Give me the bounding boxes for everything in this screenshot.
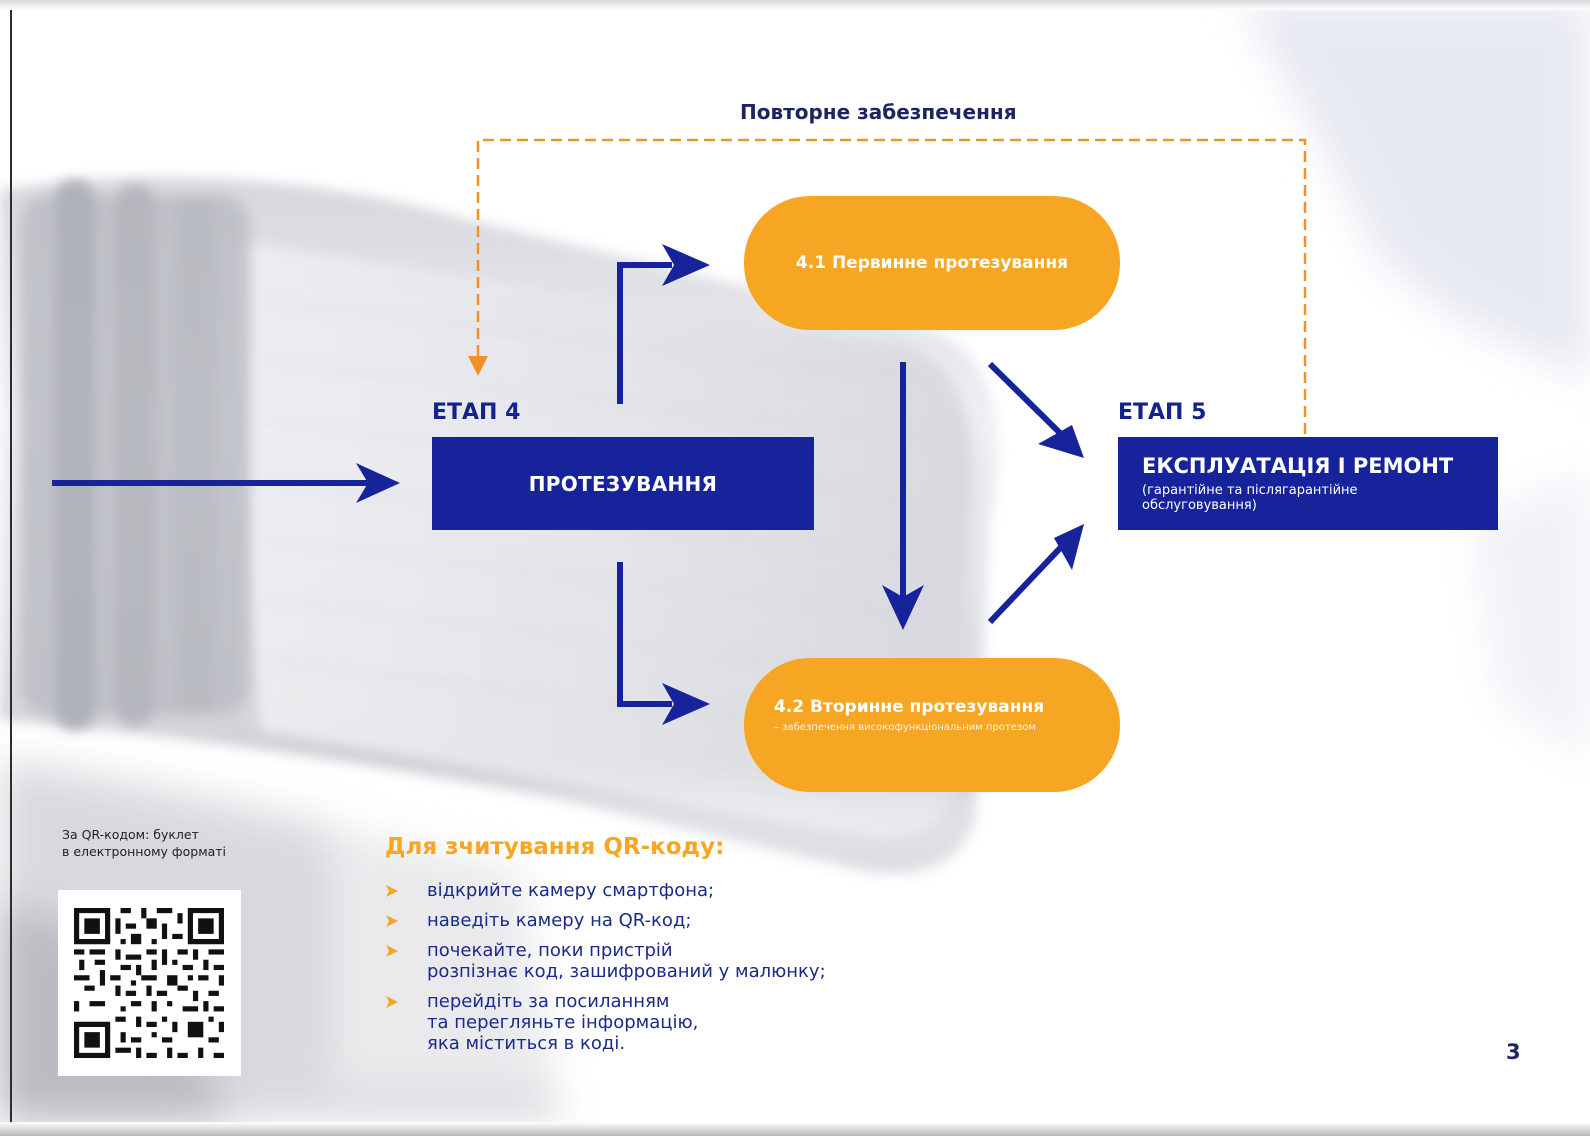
stage4-title: ЕТАП 4 xyxy=(432,400,521,425)
scan-edge-bottom xyxy=(0,1122,1590,1136)
secondary-prosthetics-label: 4.2 Вторинне протезування xyxy=(774,697,1045,717)
qr-code-icon[interactable] xyxy=(74,908,224,1058)
primary-prosthetics-node: 4.1 Первинне протезування xyxy=(744,196,1120,330)
stage4-box: ПРОТЕЗУВАННЯ xyxy=(432,437,814,530)
scan-edge-top xyxy=(0,0,1590,10)
instructions-list: відкрийте камеру смартфона; наведіть кам… xyxy=(385,880,945,1063)
arrow-to-primary-head xyxy=(662,244,710,286)
list-item: відкрийте камеру смартфона; xyxy=(385,880,945,901)
arrow-bullet-icon xyxy=(386,996,398,1008)
arrow-primary-to-stage5-line xyxy=(987,361,1067,440)
arrow-bullet-icon xyxy=(386,945,398,957)
primary-prosthetics-label: 4.1 Первинне протезування xyxy=(795,253,1069,273)
instruction-step-text: відкрийте камеру смартфона; xyxy=(427,880,715,901)
stage5-sublabel: (гарантійне та післягарантійне обслугову… xyxy=(1142,483,1358,513)
arrow-secondary-to-stage5-head xyxy=(1054,524,1084,570)
loop-arrowhead xyxy=(468,356,488,376)
instructions-title: Для зчитування QR-коду: xyxy=(385,834,725,860)
arrow-primary-to-stage5-head xyxy=(1038,425,1084,458)
qr-caption: За QR-кодом: буклет в електронному форма… xyxy=(62,827,227,859)
arrow-primary-to-secondary-head xyxy=(882,585,924,630)
scan-edge-left xyxy=(10,10,12,1136)
incoming-arrowhead xyxy=(356,463,400,503)
stage5-label: ЕКСПЛУАТАЦІЯ І РЕМОНТ xyxy=(1142,454,1454,478)
arrow-to-secondary-line xyxy=(617,562,672,707)
instruction-step-text: перейдіть за посиланням та перегляньте і… xyxy=(427,991,699,1054)
arrow-to-primary-line xyxy=(617,262,672,404)
list-item: перейдіть за посиланням та перегляньте і… xyxy=(385,991,945,1054)
list-item: наведіть камеру на QR-код; xyxy=(385,910,945,931)
qr-card xyxy=(58,890,241,1076)
instruction-step-text: почекайте, поки пристрій розпізнає код, … xyxy=(427,940,826,982)
arrow-bullet-icon xyxy=(386,915,398,927)
arrow-secondary-to-stage5-line xyxy=(987,541,1067,625)
page-number: 3 xyxy=(1506,1040,1521,1064)
instruction-step-text: наведіть камеру на QR-код; xyxy=(427,910,692,931)
stage4-label: ПРОТЕЗУВАННЯ xyxy=(528,471,718,496)
secondary-prosthetics-sublabel: – забезпечення високофункціональним прот… xyxy=(774,722,1036,733)
secondary-prosthetics-node: 4.2 Вторинне протезування – забезпечення… xyxy=(744,658,1120,792)
stage5-box: ЕКСПЛУАТАЦІЯ І РЕМОНТ (гарантійне та піс… xyxy=(1118,437,1498,530)
loop-dashed-connector xyxy=(476,138,1307,434)
arrow-to-secondary-head xyxy=(662,683,710,725)
list-item: почекайте, поки пристрій розпізнає код, … xyxy=(385,940,945,982)
arrow-bullet-icon xyxy=(386,885,398,897)
loop-label: Повторне забезпечення xyxy=(740,100,1017,124)
stage5-title: ЕТАП 5 xyxy=(1118,400,1207,425)
